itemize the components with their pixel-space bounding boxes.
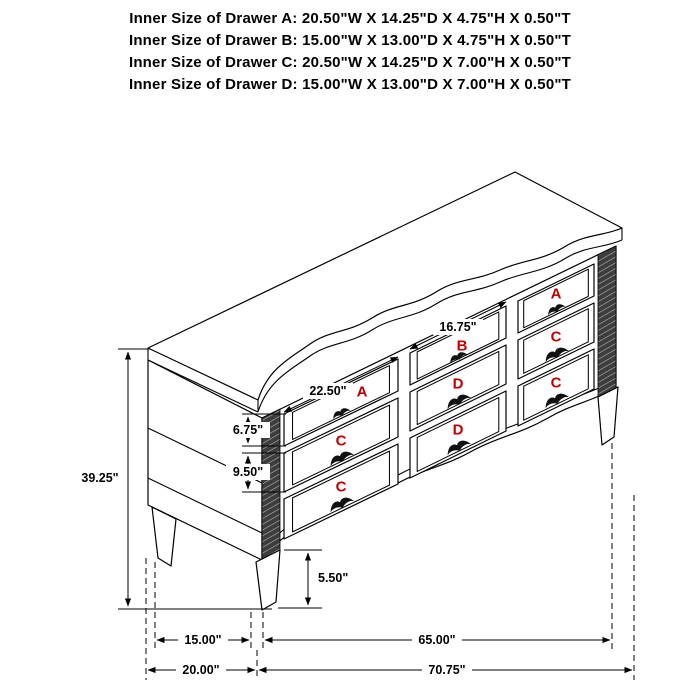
label-bg bbox=[303, 383, 353, 399]
header-line-a: Inner Size of Drawer A: 20.50"W X 14.25"… bbox=[129, 10, 571, 27]
dimension-label: 70.75" bbox=[428, 663, 465, 677]
dimension-label: 65.00" bbox=[418, 633, 455, 647]
header-line-c: Inner Size of Drawer C: 20.50"W X 14.25"… bbox=[128, 54, 572, 71]
dresser-top-surface bbox=[147, 171, 623, 401]
label-bg bbox=[422, 662, 472, 678]
header-line-b: Inner Size of Drawer B: 15.00"W X 13.00"… bbox=[128, 32, 572, 49]
dimension-label: 16.75" bbox=[439, 320, 476, 334]
dimension-label: 5.50" bbox=[318, 571, 348, 585]
dimension-overall-height: 39.25" bbox=[81, 348, 272, 610]
leg-front-right bbox=[597, 386, 619, 446]
drawer-right-middle: C bbox=[517, 302, 595, 380]
label-bg bbox=[226, 464, 270, 480]
leg-back-left bbox=[151, 506, 177, 567]
drawer-middle-bottom: D bbox=[409, 390, 507, 479]
drawer-size-header: Inner Size of Drawer A: 20.50"W X 14.25"… bbox=[0, 8, 700, 96]
dimension-top-drawer-height: 6.75" bbox=[226, 413, 286, 447]
header-line-d: Inner Size of Drawer D: 15.00"W X 13.00"… bbox=[128, 76, 572, 93]
drawer-label: B bbox=[457, 338, 468, 355]
label-bg bbox=[412, 632, 462, 648]
dimension-outer-drawer-width: 22.50" bbox=[283, 356, 399, 413]
drawer-label: C bbox=[336, 479, 347, 496]
dimension-inner-width: 65.00" bbox=[262, 443, 613, 650]
drawer-right-top: A bbox=[517, 263, 595, 334]
drawer-label: A bbox=[357, 384, 368, 401]
drawer-left-middle: C bbox=[283, 397, 399, 493]
dimension-label: 39.25" bbox=[81, 471, 118, 485]
drawer-label: C bbox=[551, 375, 562, 392]
label-bg bbox=[176, 662, 226, 678]
label-bg bbox=[433, 319, 483, 335]
label-bg bbox=[178, 632, 228, 648]
dimension-lower-drawer-height: 9.50" bbox=[226, 452, 286, 493]
dimension-label: 22.50" bbox=[309, 384, 346, 398]
dimension-label: 15.00" bbox=[184, 633, 221, 647]
drawer-label: A bbox=[551, 286, 562, 303]
dimension-leg-height: 5.50" bbox=[278, 549, 348, 609]
side-panel-molding-lower bbox=[147, 477, 263, 534]
dimension-inner-depth: 15.00" bbox=[154, 562, 252, 650]
leg-front-left bbox=[255, 549, 281, 611]
dimension-overall-depth: 20.00" bbox=[145, 558, 258, 680]
drawer-label: C bbox=[336, 433, 347, 450]
drawer-label: D bbox=[453, 376, 464, 393]
drawer-middle-middle: D bbox=[409, 344, 507, 432]
dimension-label: 20.00" bbox=[182, 663, 219, 677]
dimension-overall-width: 70.75" bbox=[258, 495, 635, 680]
pilaster-right bbox=[597, 245, 617, 398]
dimension-label: 6.75" bbox=[233, 423, 263, 437]
dimension-label: 9.50" bbox=[233, 465, 263, 479]
label-bg bbox=[226, 422, 270, 438]
drawer-label: D bbox=[453, 422, 464, 439]
drawer-left-bottom: C bbox=[283, 443, 399, 540]
drawer-right-bottom: C bbox=[517, 348, 595, 427]
dimension-middle-drawer-width: 16.75" bbox=[409, 301, 507, 350]
drawer-label: C bbox=[551, 329, 562, 346]
